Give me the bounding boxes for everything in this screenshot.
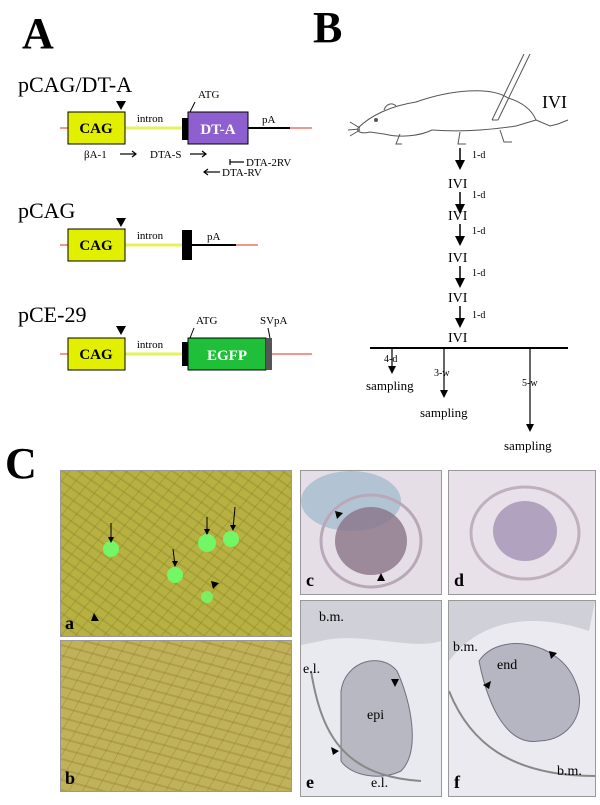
label-basement-membrane-top: b.m.: [453, 640, 478, 655]
photo-c-label: c: [306, 570, 314, 590]
photo-f-label: f: [454, 772, 460, 792]
cag-label: CAG: [79, 347, 113, 363]
panel-label-a: A: [22, 9, 54, 58]
photo-a-overlay: [91, 506, 239, 621]
construct-dta: CAG intron DT-A ATG pA βA-1 DTA-S DTA-2R…: [60, 89, 312, 179]
pa-label: pA: [207, 231, 221, 243]
ivi-step-4: IVI: [448, 291, 468, 306]
construct-pce29: CAG intron EGFP ATG SVpA: [60, 315, 312, 371]
restriction-site-marker: [116, 326, 126, 335]
primer-dta-rv: DTA-RV: [222, 167, 262, 179]
restriction-site-marker: [116, 101, 126, 110]
pa-label: pA: [262, 114, 276, 126]
photo-e: b.m. e.l. epi e.l. e: [300, 600, 442, 797]
construct-diagrams: CAG intron DT-A ATG pA βA-1 DTA-S DTA-2R…: [60, 89, 312, 371]
photo-d: d: [448, 470, 596, 595]
ivi-label-top: IVI: [542, 92, 567, 112]
dta-gene-box: [187, 111, 249, 145]
photo-f-overlay: [449, 601, 595, 777]
photo-e-overlay: [301, 601, 441, 782]
syringe-icon: [491, 53, 531, 121]
injection-chain: 1-d IVI 1-d IVI 1-d IVI 1-d IVI 1-d IVI: [448, 148, 485, 346]
panel-label-c: C: [5, 439, 37, 488]
photo-f: b.m. end b.m. f: [448, 600, 596, 797]
label-endothelium: end: [497, 658, 518, 673]
label-elastic-layer-bottom: e.l.: [371, 776, 389, 791]
interval-label: 1-d: [472, 268, 485, 279]
intron-label: intron: [137, 113, 164, 125]
cag-label: CAG: [79, 121, 113, 137]
label-elastic-layer: e.l.: [303, 662, 321, 677]
sampling-interval: 3-w: [434, 368, 450, 379]
ivi-step-2: IVI: [448, 209, 468, 224]
sampling-label: sampling: [420, 405, 468, 420]
sampling-5w: 5-w sampling: [504, 348, 552, 453]
label-basement-membrane: b.m.: [319, 610, 344, 625]
sampling-interval: 5-w: [522, 378, 538, 389]
primer-dta-s: DTA-S: [150, 149, 182, 161]
ivi-step-1: IVI: [448, 177, 468, 192]
rat-illustration: [347, 90, 569, 145]
intron-label: intron: [137, 339, 164, 351]
panel-label-b: B: [313, 3, 343, 52]
dta-label: DT-A: [200, 122, 235, 138]
interval-label: 1-d: [472, 150, 485, 161]
egfp-label: EGFP: [207, 348, 247, 364]
photo-a: a: [60, 470, 292, 637]
label-epithelium: epi: [367, 708, 385, 723]
cag-promoter-box: [67, 111, 126, 145]
cag-label: CAG: [79, 238, 113, 254]
restriction-site-marker: [116, 218, 126, 227]
construct-name-pcag: pCAG: [18, 198, 76, 223]
sampling-label: sampling: [366, 378, 414, 393]
svpa-label: SVpA: [260, 315, 288, 327]
ivi-step-5: IVI: [448, 331, 468, 346]
photo-a-label: a: [65, 613, 74, 633]
construct-name-dta: pCAG/DT-A: [18, 72, 133, 97]
photo-c-overlay: [301, 471, 423, 589]
cag-promoter-box: [67, 228, 126, 262]
construct-name-pce29: pCE-29: [18, 302, 87, 327]
primer-beta-a1: βA-1: [84, 149, 107, 161]
label-basement-membrane-bottom: b.m.: [557, 764, 582, 779]
cag-promoter-box: [67, 337, 126, 371]
photo-d-overlay: [469, 485, 581, 581]
exon-block: [182, 230, 192, 260]
photo-c: c: [300, 470, 442, 595]
sampling-interval: 4-d: [384, 354, 397, 365]
interval-label: 1-d: [472, 226, 485, 237]
intron-label: intron: [137, 230, 164, 242]
atg-label: ATG: [196, 315, 217, 327]
ivi-step-3: IVI: [448, 251, 468, 266]
sampling-3w: 3-w sampling: [420, 348, 468, 420]
photo-e-label: e: [306, 772, 314, 792]
construct-pcag: CAG intron pA: [60, 218, 258, 262]
photo-b: b: [60, 640, 292, 792]
atg-label: ATG: [198, 89, 219, 101]
svpa-block: [266, 338, 272, 370]
egfp-gene-box: [187, 337, 267, 371]
photo-d-label: d: [454, 570, 465, 590]
injection-timeline: IVI 1-d IVI 1-d IVI 1-d IVI 1-d IVI 1-d …: [347, 53, 569, 453]
photo-b-label: b: [65, 768, 76, 788]
exon-block: [182, 118, 190, 140]
interval-label: 1-d: [472, 310, 485, 321]
primer-dta-2rv: DTA-2RV: [246, 157, 291, 169]
sampling-label: sampling: [504, 438, 552, 453]
exon-block: [182, 342, 190, 366]
interval-label: 1-d: [472, 190, 485, 201]
sampling-4d: 4-d sampling: [366, 348, 414, 393]
